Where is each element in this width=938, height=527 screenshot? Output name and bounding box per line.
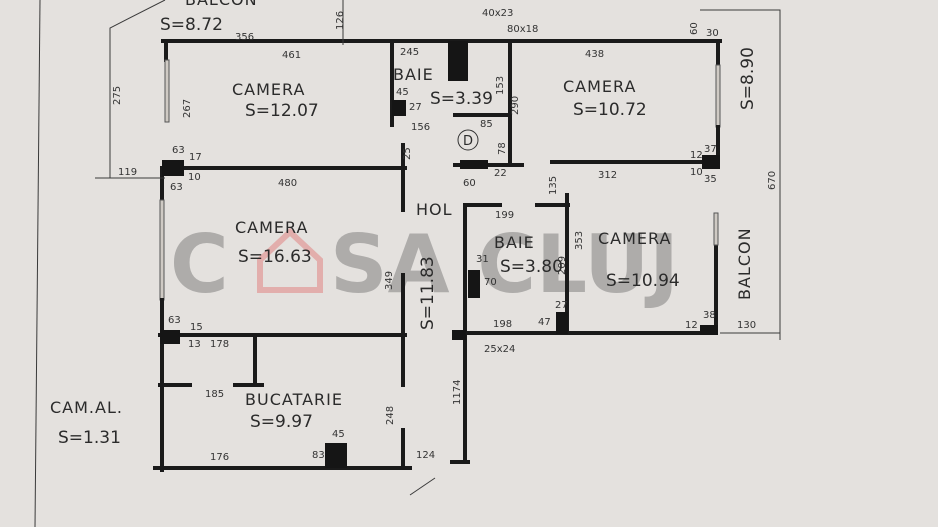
svg-text:BUCATARIE: BUCATARIE [245, 390, 343, 409]
svg-text:63: 63 [170, 182, 183, 193]
svg-text:BALCON: BALCON [735, 227, 754, 300]
svg-text:CAM.AL.: CAM.AL. [50, 398, 123, 417]
svg-text:126: 126 [335, 11, 346, 30]
svg-text:38: 38 [703, 310, 716, 321]
svg-text:25: 25 [402, 147, 413, 160]
svg-text:1174: 1174 [452, 380, 463, 405]
svg-text:356: 356 [235, 32, 254, 43]
svg-text:248: 248 [385, 406, 396, 425]
svg-text:CAMERA: CAMERA [235, 218, 308, 237]
svg-text:209: 209 [557, 256, 568, 275]
svg-text:153: 153 [495, 76, 506, 95]
svg-text:80x18: 80x18 [507, 24, 538, 35]
svg-text:130: 130 [737, 320, 756, 331]
svg-text:40x23: 40x23 [482, 8, 513, 19]
svg-text:S=3.39: S=3.39 [430, 89, 493, 109]
svg-text:S=10.72: S=10.72 [573, 100, 647, 120]
svg-text:BALCON: BALCON [185, 0, 258, 9]
dimension-labels: 356 461 126 267 275 119 63 17 10 63 480 … [112, 8, 778, 463]
svg-text:480: 480 [278, 178, 297, 189]
svg-text:22: 22 [494, 168, 507, 179]
svg-text:461: 461 [282, 50, 301, 61]
svg-text:70: 70 [484, 277, 497, 288]
svg-text:12: 12 [685, 320, 698, 331]
svg-text:17: 17 [189, 152, 202, 163]
svg-text:30: 30 [706, 28, 719, 39]
svg-text:13: 13 [188, 339, 201, 350]
svg-text:45: 45 [332, 429, 345, 440]
svg-text:S=3.80: S=3.80 [500, 257, 563, 277]
svg-text:60: 60 [689, 22, 700, 35]
svg-text:185: 185 [205, 389, 224, 400]
svg-text:D: D [463, 134, 473, 149]
svg-text:199: 199 [495, 210, 514, 221]
svg-text:37: 37 [704, 144, 717, 155]
door-symbol: D [457, 129, 479, 151]
svg-text:BAIE: BAIE [393, 65, 434, 84]
svg-text:45: 45 [396, 87, 409, 98]
svg-text:CAMERA: CAMERA [563, 77, 636, 96]
svg-text:47: 47 [538, 317, 551, 328]
svg-text:60: 60 [463, 178, 476, 189]
room-labels: CAMERA S=12.07 BAIE S=3.39 CAMERA S=10.7… [50, 0, 758, 448]
balcony-outlines [95, 0, 781, 496]
svg-text:245: 245 [400, 47, 419, 58]
svg-text:290: 290 [510, 96, 521, 115]
svg-text:10: 10 [188, 172, 201, 183]
svg-text:S=1.31: S=1.31 [58, 428, 121, 448]
svg-text:119: 119 [118, 167, 137, 178]
svg-text:15: 15 [190, 322, 203, 333]
svg-text:31: 31 [476, 254, 489, 265]
svg-text:312: 312 [598, 170, 617, 181]
svg-text:S=16.63: S=16.63 [238, 247, 312, 267]
svg-text:27: 27 [555, 300, 568, 311]
svg-text:63: 63 [172, 145, 185, 156]
svg-text:C: C [170, 218, 229, 311]
svg-text:438: 438 [585, 49, 604, 60]
svg-text:S=10.94: S=10.94 [606, 271, 680, 291]
svg-text:353: 353 [574, 231, 585, 250]
svg-text:S=9.97: S=9.97 [250, 412, 313, 432]
svg-text:35: 35 [704, 174, 717, 185]
svg-text:S=8.72: S=8.72 [160, 15, 223, 35]
svg-text:85: 85 [480, 119, 493, 130]
svg-text:63: 63 [168, 315, 181, 326]
room-area: S=12.07 [245, 101, 319, 121]
svg-text:25x24: 25x24 [484, 344, 515, 355]
svg-text:BAIE: BAIE [494, 233, 535, 252]
wall-blocks [160, 41, 720, 468]
svg-text:S=8.90: S=8.90 [738, 47, 758, 110]
svg-text:267: 267 [182, 99, 193, 118]
svg-text:SA CLUJ: SA CLUJ [330, 218, 679, 311]
svg-text:83: 83 [312, 450, 325, 461]
svg-text:124: 124 [416, 450, 435, 461]
svg-text:349: 349 [384, 271, 395, 290]
svg-text:178: 178 [210, 339, 229, 350]
svg-text:78: 78 [497, 142, 508, 155]
svg-text:135: 135 [548, 176, 559, 195]
svg-text:S=11.83: S=11.83 [418, 256, 438, 330]
svg-text:12: 12 [690, 150, 703, 161]
svg-text:CAMERA: CAMERA [598, 229, 671, 248]
paper-edge [34, 0, 41, 527]
walls [153, 39, 722, 472]
room-name: CAMERA [232, 80, 305, 99]
svg-text:156: 156 [411, 122, 430, 133]
svg-text:HOL: HOL [416, 200, 453, 219]
svg-text:176: 176 [210, 452, 229, 463]
svg-text:670: 670 [767, 171, 778, 190]
svg-text:27: 27 [409, 102, 422, 113]
svg-text:10: 10 [690, 167, 703, 178]
watermark-logo: C SA CLUJ [170, 218, 679, 311]
svg-text:275: 275 [112, 86, 123, 105]
svg-text:198: 198 [493, 319, 512, 330]
